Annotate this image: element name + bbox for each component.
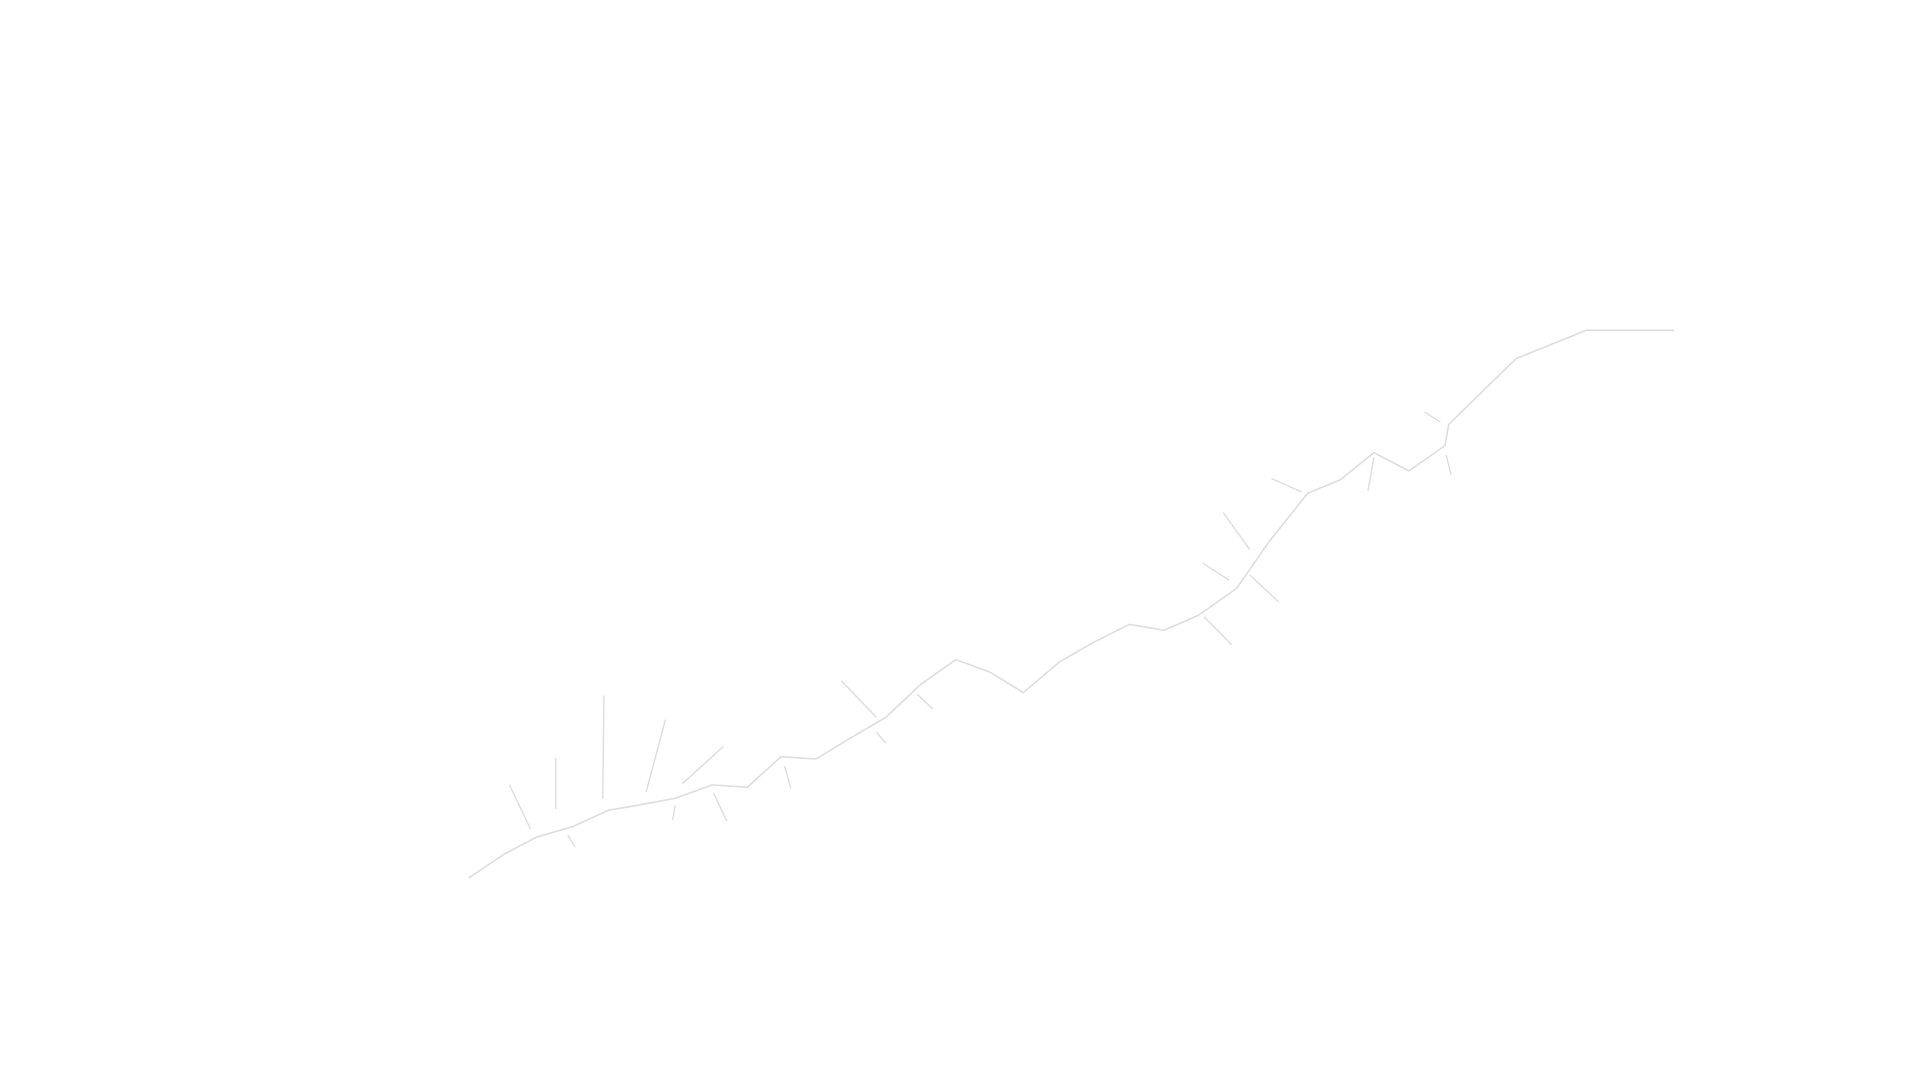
annotation-leader-line	[712, 792, 728, 822]
annotation-leader-line	[1445, 454, 1452, 476]
annotation-leader-line	[1202, 562, 1230, 581]
annotation-leader-line	[875, 731, 887, 744]
annotation-leader-line	[1249, 574, 1280, 603]
annotation-leader-line	[645, 719, 667, 793]
annotation-leader-line	[1367, 457, 1375, 491]
annotation-leader-line	[1424, 411, 1441, 423]
annotation-leader-line	[784, 765, 792, 789]
annotation-leader-line	[916, 693, 934, 710]
annotation-leader-line	[840, 680, 877, 718]
annotation-leader-line	[1271, 477, 1302, 493]
annotation-leader-line	[1203, 616, 1233, 646]
annotation-leader-line	[671, 805, 676, 821]
annotation-leaders	[508, 411, 1452, 848]
annotation-leader-line	[508, 784, 532, 830]
annotation-leader-line	[567, 834, 576, 848]
series-lines	[468, 329, 1675, 879]
annotation-leader-line	[602, 695, 605, 799]
annotation-leader-line	[1222, 512, 1251, 551]
annotation-leader-line	[681, 746, 724, 785]
series-line-1	[468, 329, 1674, 879]
